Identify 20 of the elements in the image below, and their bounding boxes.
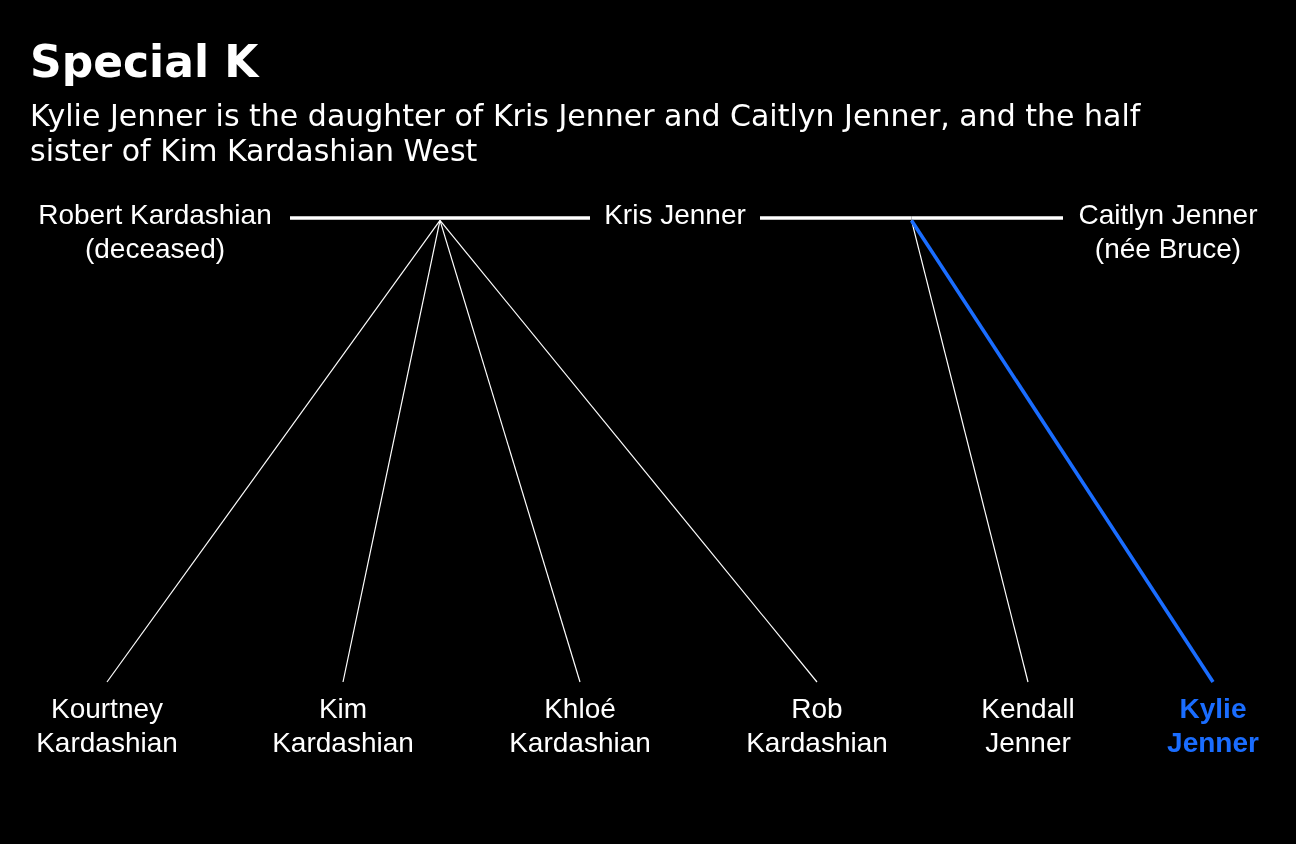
person-name: Kourtney Kardashian — [28, 682, 186, 760]
person-name: Kris Jenner — [590, 198, 760, 232]
descent-line — [342, 219, 441, 683]
descent-line — [106, 219, 441, 683]
person-name: Kim Kardashian — [264, 682, 422, 760]
person-name: Rob Kardashian — [738, 682, 896, 760]
subtitle: Kylie Jenner is the daughter of Kris Jenner and Caitlyn Jenner, and the half sister of Kim Kardashian West — [30, 98, 1142, 168]
couple-line — [760, 216, 912, 220]
descent-line — [910, 219, 1215, 683]
person-name: Caitlyn Jenner (née Bruce) — [1063, 198, 1273, 266]
person-name: Kendall Jenner — [973, 682, 1083, 760]
descent-line — [439, 219, 581, 683]
couple-line — [290, 216, 440, 220]
person-name: Robert Kardashian (deceased) — [20, 198, 290, 266]
descent-line — [439, 219, 818, 683]
chart-title: Special K — [30, 36, 259, 88]
person-name: Kylie Jenner — [1159, 682, 1267, 760]
person-name: Khloé Kardashian — [501, 682, 659, 760]
couple-line — [911, 216, 1063, 220]
couple-line — [440, 216, 590, 220]
